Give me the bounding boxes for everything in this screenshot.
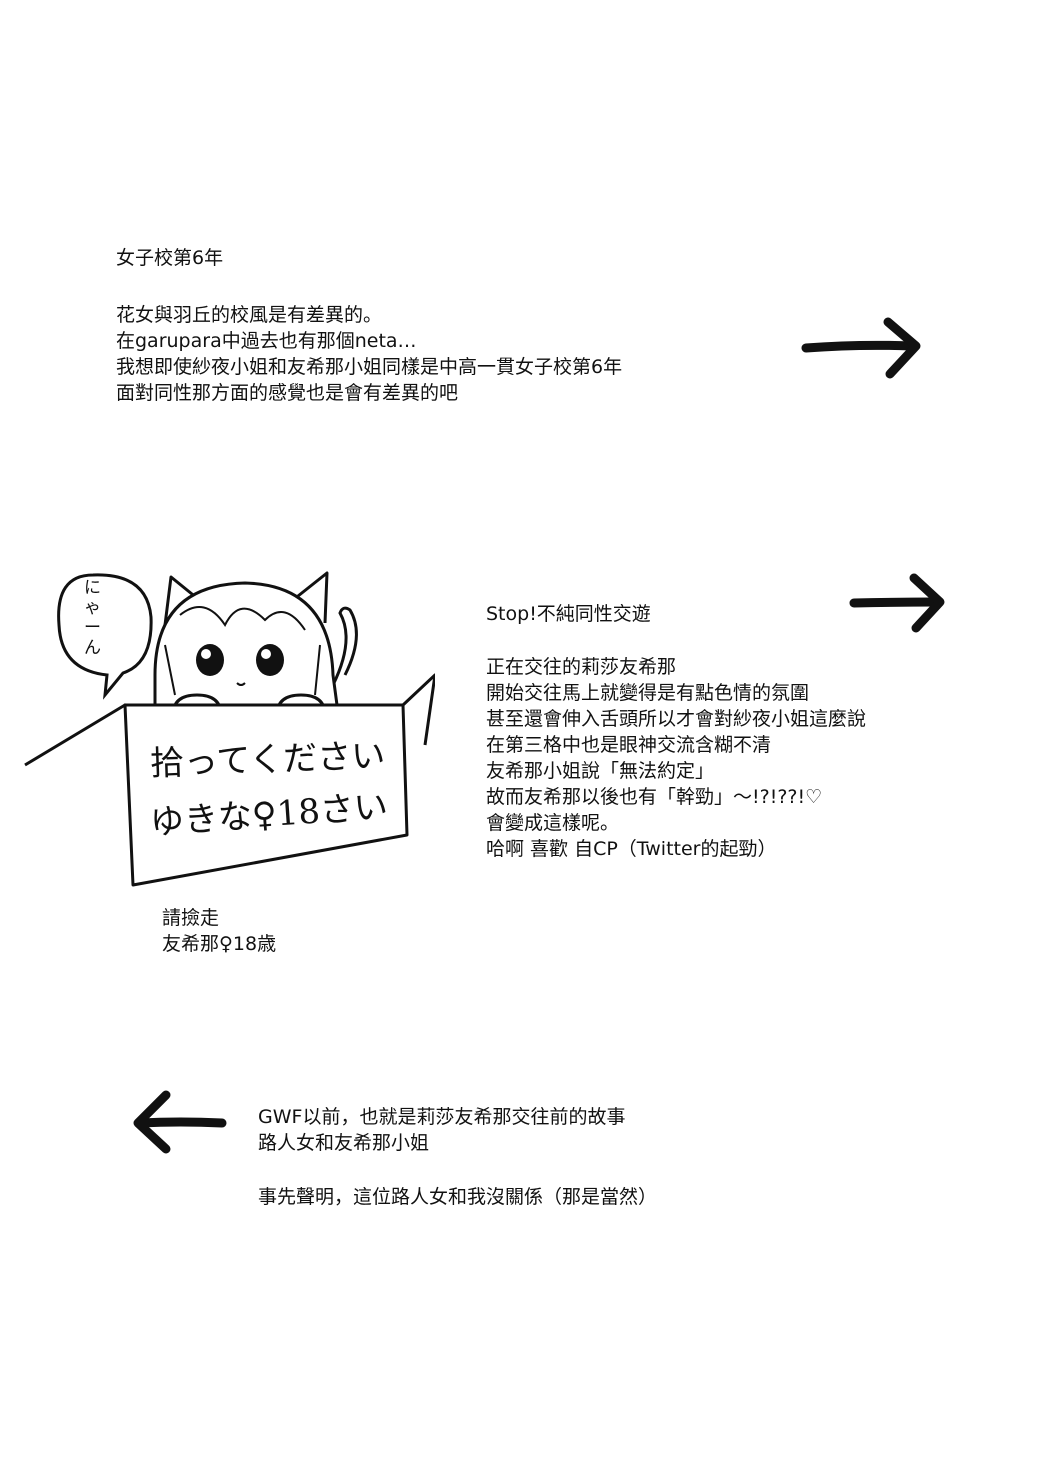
- text-line: 友希那小姐說「無法約定」: [486, 760, 715, 782]
- section-stop-impure: Stop!不純同性交遊 正在交往的莉莎友希那 開始交往馬上就變得是有點色情的氛圍…: [486, 601, 866, 862]
- text-line: 在第三格中也是眼神交流含糊不清: [486, 734, 772, 756]
- text-line: 開始交往馬上就變得是有點色情的氛圍: [486, 682, 810, 704]
- text-line: 甚至還會伸入舌頭所以才會對紗夜小姐這麼說: [486, 708, 867, 730]
- text-line: 我想即使紗夜小姐和友希那小姐同樣是中高一貫女子校第6年: [116, 356, 623, 378]
- caption-line: 友希那♀18歳: [162, 933, 277, 955]
- text-line: GWF以前，也就是莉莎友希那交往前的故事: [258, 1106, 626, 1128]
- section-before-gwf: GWF以前，也就是莉莎友希那交往前的故事 路人女和友希那小姐 事先聲明，這位路人…: [258, 1104, 657, 1210]
- text-line: 故而友希那以後也有「幹勁」〜!?!??!♡: [486, 786, 823, 808]
- box-sign-line1: 拾ってください: [149, 735, 386, 785]
- right-arrow-icon: [801, 317, 921, 379]
- section-school-6th-year: 女子校第6年 花女與羽丘的校風是有差異的。 在garupara中過去也有那個ne…: [116, 245, 622, 406]
- speech-bubble: [57, 573, 153, 700]
- text-line: 花女與羽丘的校風是有差異的。: [116, 304, 383, 326]
- right-arrow-icon: [849, 573, 945, 633]
- caption-line: 請撿走: [162, 907, 220, 929]
- text-line: 路人女和友希那小姐: [258, 1132, 430, 1154]
- text-line: 在garupara中過去也有那個neta…: [116, 330, 417, 352]
- section-heading: 女子校第6年: [116, 247, 224, 269]
- illustration-caption: 請撿走 友希那♀18歳: [162, 905, 276, 957]
- text-line: 正在交往的莉莎友希那: [486, 656, 677, 678]
- section-heading: Stop!不純同性交遊: [486, 603, 651, 625]
- cat-girl-in-box-illustration: [24, 571, 435, 887]
- text-line: 會變成這樣呢。: [486, 812, 620, 834]
- speech-bubble-text: にゃーん: [84, 578, 101, 658]
- text-line: 哈啊 喜歡 自CP（Twitter的起勁）: [486, 838, 777, 860]
- left-arrow-icon: [133, 1090, 227, 1154]
- disclaimer-line: 事先聲明，這位路人女和我沒關係（那是當然）: [258, 1186, 658, 1208]
- text-line: 面對同性那方面的感覺也是會有差異的吧: [116, 382, 459, 404]
